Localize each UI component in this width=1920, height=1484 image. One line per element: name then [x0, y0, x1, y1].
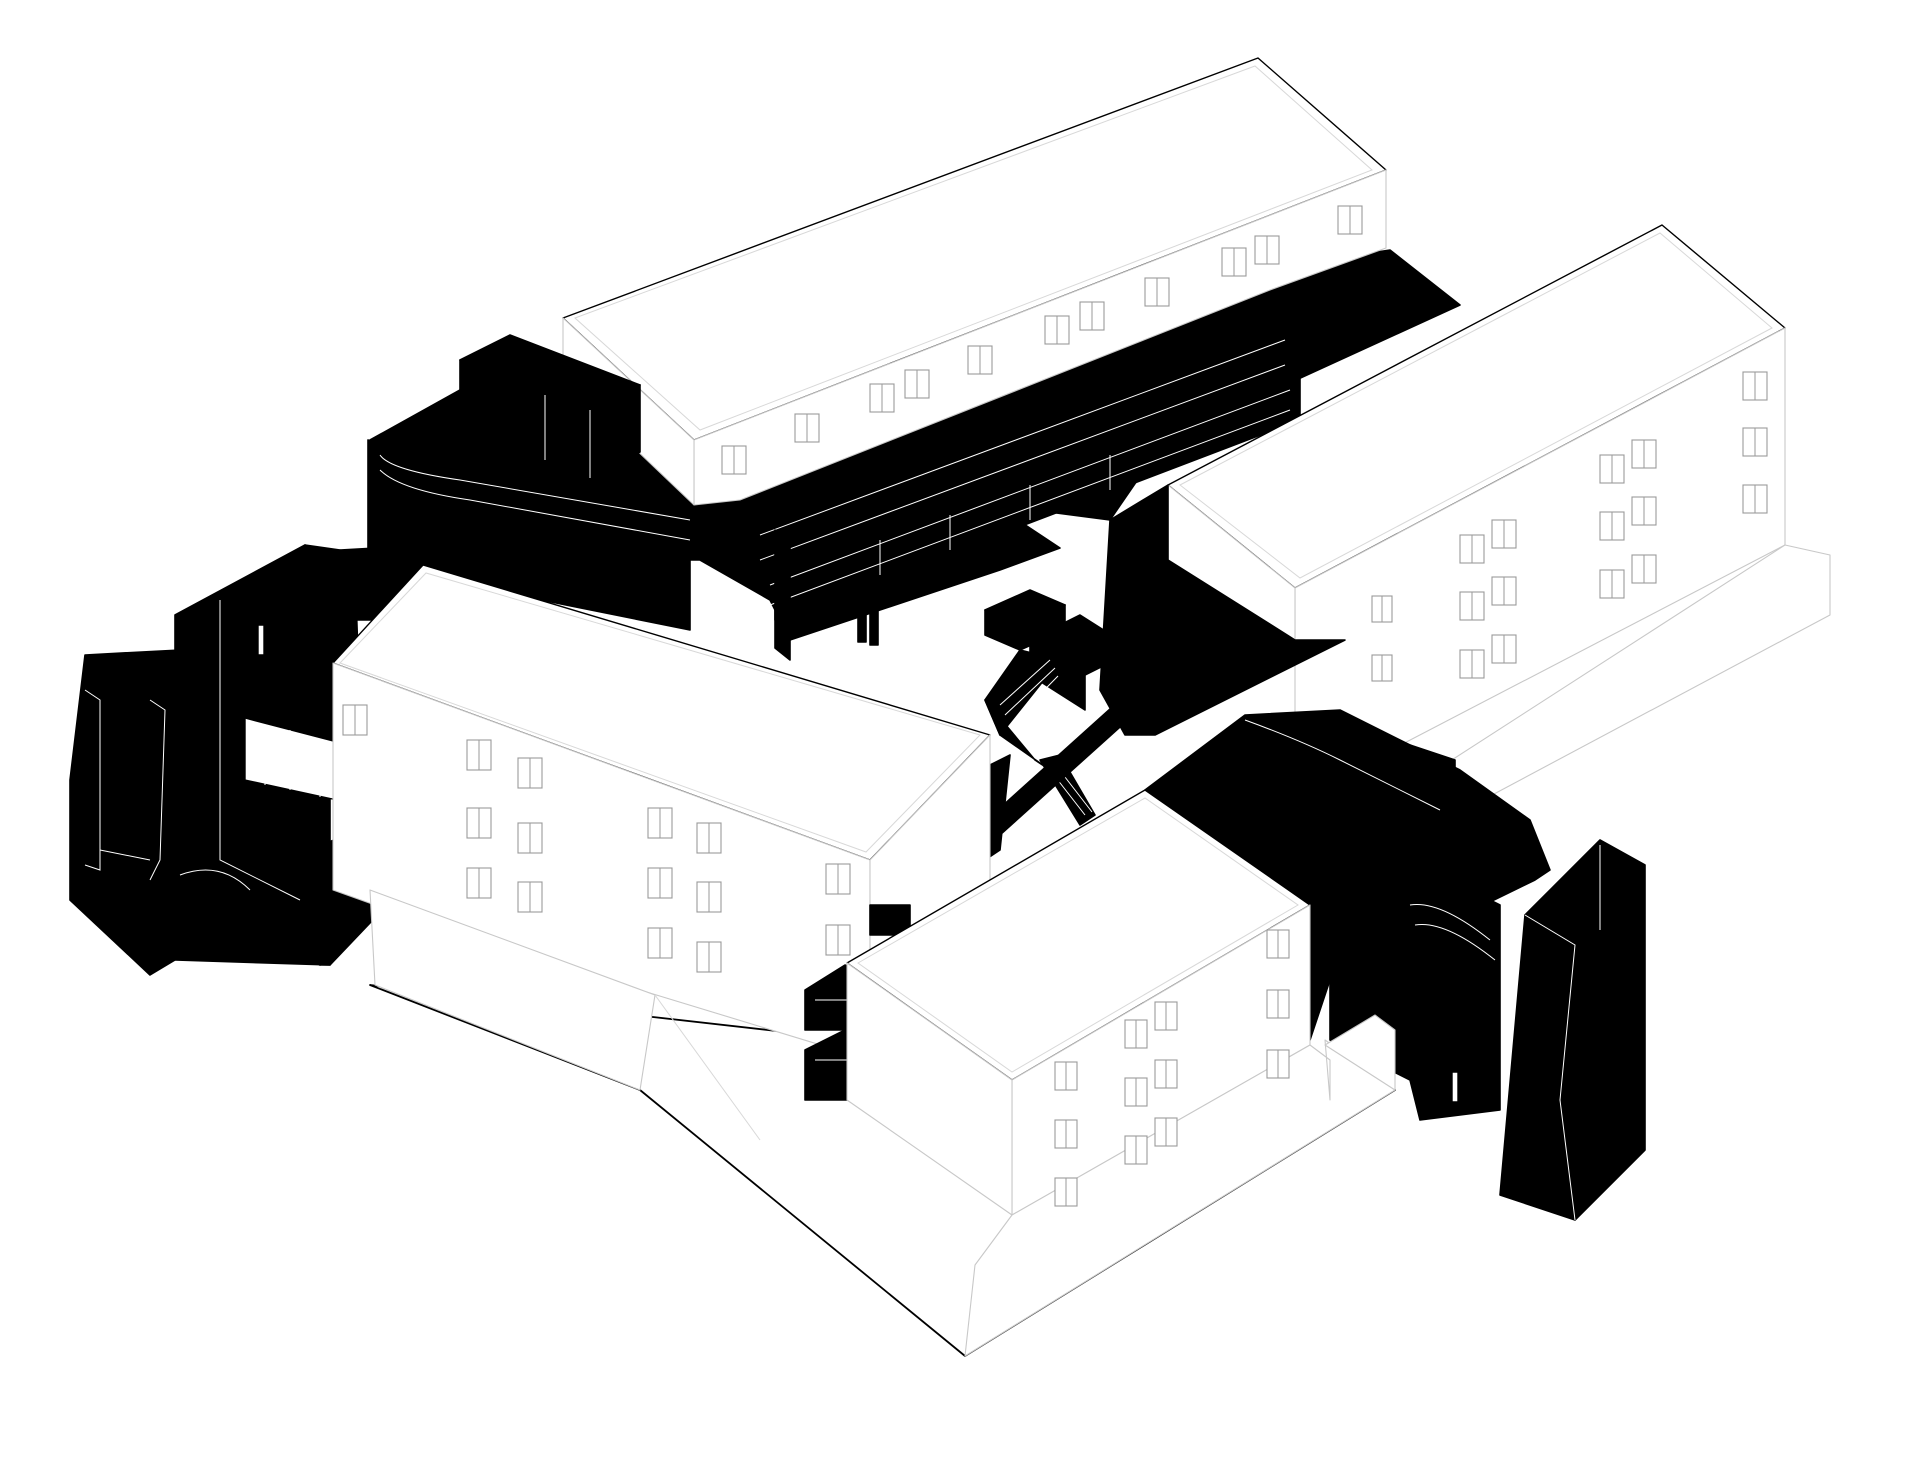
west-building-windows — [342, 704, 851, 973]
east-building — [1167, 224, 1831, 861]
north-black-block — [459, 334, 641, 479]
west-building — [332, 564, 991, 1141]
north-building — [562, 57, 1387, 506]
south-building — [846, 789, 1396, 1357]
east-building-windows — [1371, 371, 1768, 682]
south-building-windows — [1054, 929, 1290, 1207]
east-black-tower — [1499, 839, 1646, 1221]
east-deck — [1099, 484, 1346, 736]
north-building-windows — [721, 205, 1363, 475]
